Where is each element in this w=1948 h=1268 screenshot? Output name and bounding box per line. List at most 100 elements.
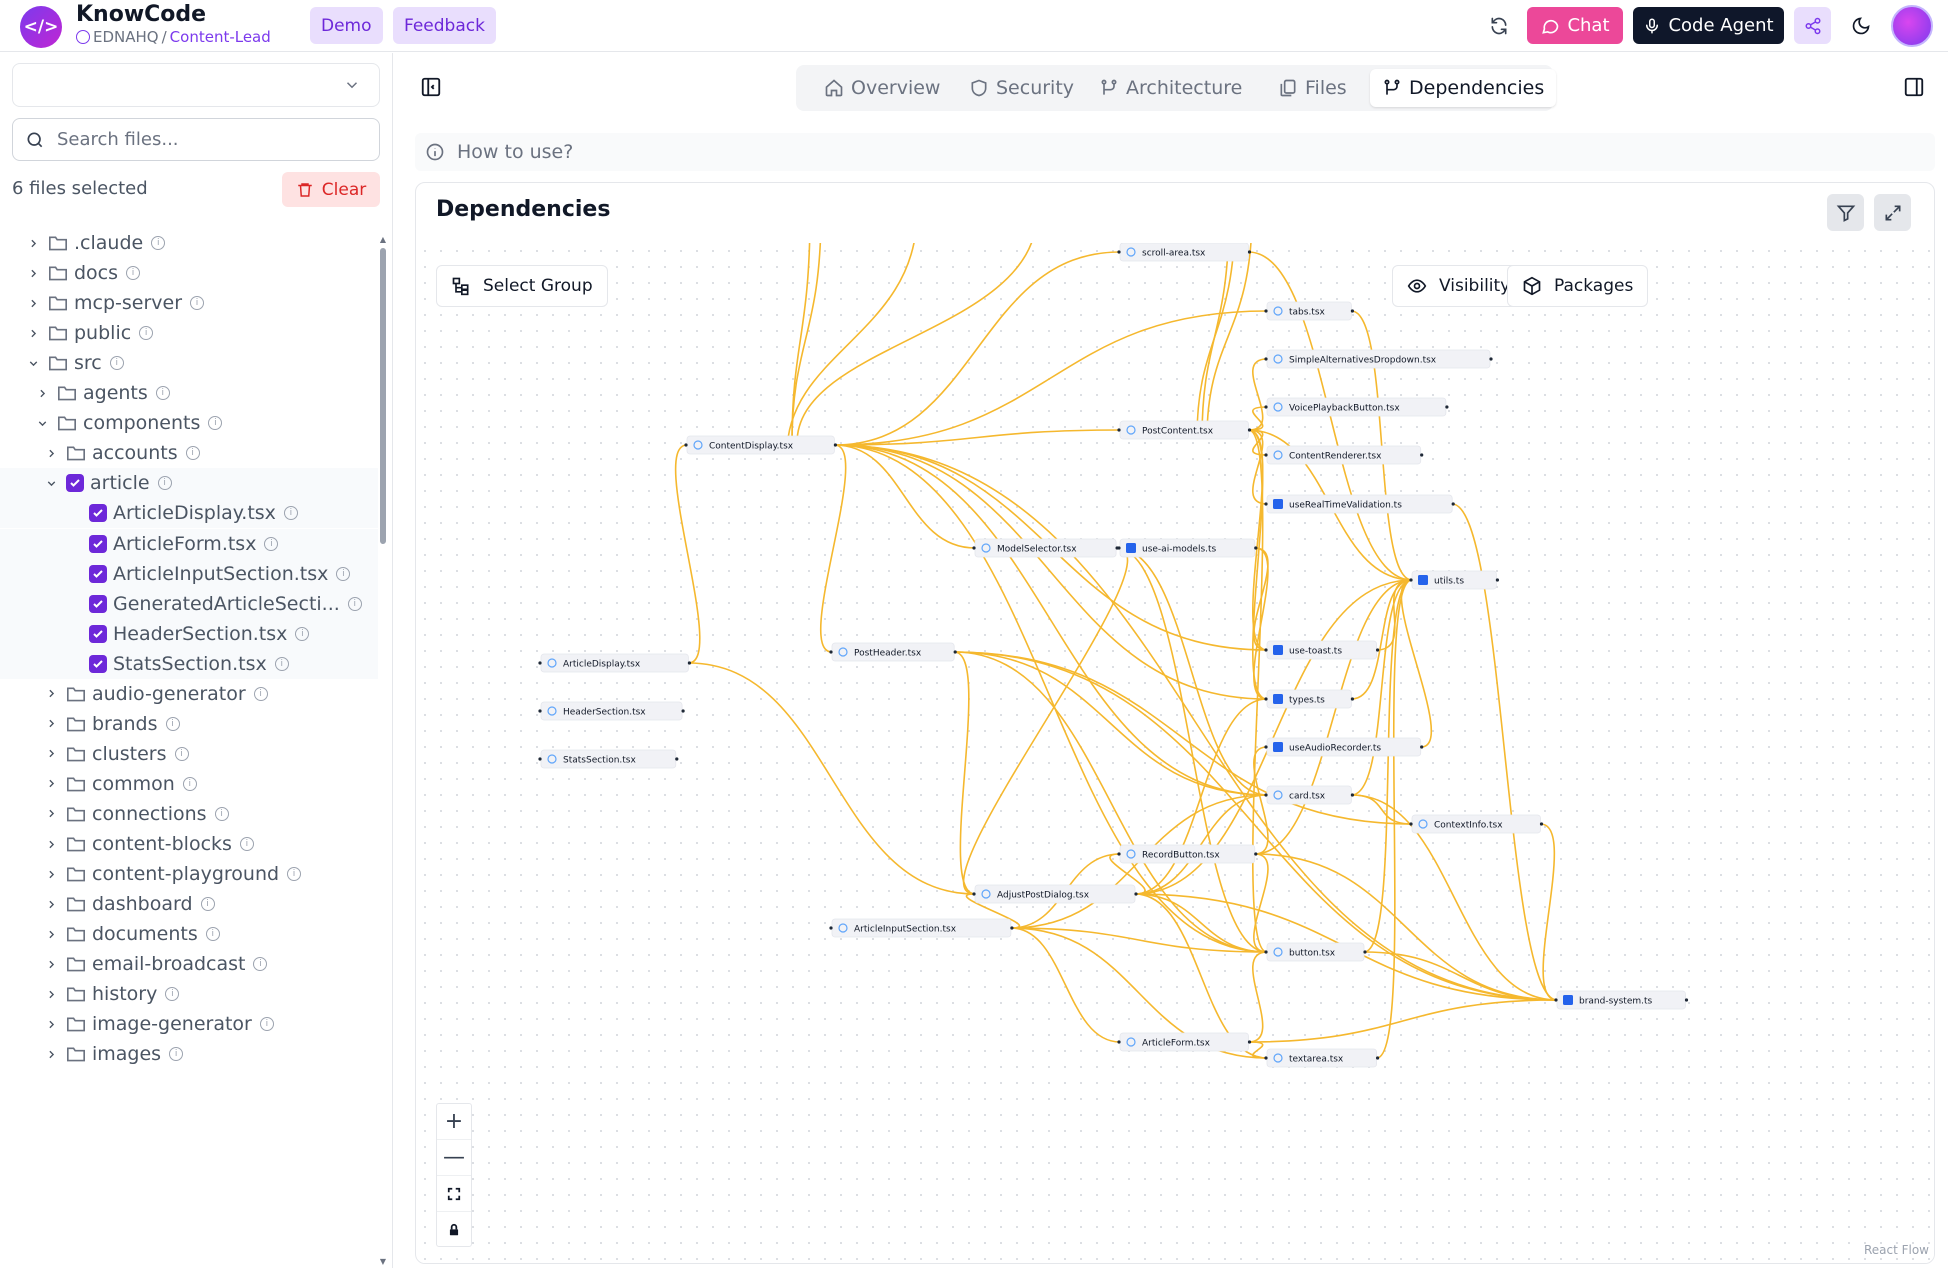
graph-node[interactable]: ArticleInputSection.tsx <box>829 918 1014 938</box>
node-handle[interactable] <box>538 661 542 665</box>
tab-dependencies[interactable]: Dependencies <box>1370 69 1557 107</box>
info-icon[interactable]: i <box>259 1017 274 1032</box>
checkbox-checked-icon[interactable] <box>66 474 84 493</box>
node-handle[interactable] <box>1489 357 1493 361</box>
chevron-down-icon[interactable] <box>35 417 49 430</box>
toggle-right-panel-button[interactable] <box>1903 76 1929 102</box>
node-handle[interactable] <box>1350 309 1354 313</box>
node-handle[interactable] <box>1409 578 1413 582</box>
node-handle[interactable] <box>1350 793 1354 797</box>
graph-node[interactable]: card.tsx <box>1264 785 1354 805</box>
graph-node[interactable]: ContentRenderer.tsx <box>1264 445 1424 465</box>
node-handle[interactable] <box>1445 405 1449 409</box>
node-handle[interactable] <box>1010 926 1014 930</box>
info-icon[interactable]: i <box>126 266 141 281</box>
graph-node[interactable]: RecordButton.tsx <box>1117 844 1258 864</box>
checkbox-checked-icon[interactable] <box>89 504 107 523</box>
node-handle[interactable] <box>1264 453 1268 457</box>
info-icon[interactable]: i <box>253 686 268 701</box>
info-icon[interactable]: i <box>157 476 172 491</box>
info-icon[interactable]: i <box>200 897 215 912</box>
node-handle[interactable] <box>1350 697 1354 701</box>
node-handle[interactable] <box>538 709 542 713</box>
info-icon[interactable]: i <box>185 446 200 461</box>
tab-overview[interactable]: Overview <box>812 69 952 107</box>
node-handle[interactable] <box>1264 793 1268 797</box>
knowcode-logo-icon[interactable]: </> <box>20 6 62 48</box>
info-icon[interactable]: i <box>347 596 362 611</box>
info-icon[interactable]: i <box>205 927 220 942</box>
graph-node[interactable]: ArticleForm.tsx <box>1117 1032 1252 1052</box>
node-handle[interactable] <box>1539 822 1544 826</box>
tree-file[interactable]: GeneratedArticleSecti...i <box>0 588 378 619</box>
info-icon[interactable]: i <box>264 536 279 551</box>
chevron-right-icon[interactable] <box>35 387 49 400</box>
checkbox-checked-icon[interactable] <box>89 624 107 643</box>
node-handle[interactable] <box>1117 1040 1121 1044</box>
demo-button[interactable]: Demo <box>310 7 383 44</box>
node-handle[interactable] <box>1451 502 1455 506</box>
fit-view-button[interactable] <box>437 1176 471 1212</box>
graph-node[interactable]: HeaderSection.tsx <box>538 701 685 721</box>
how-to-use-banner[interactable]: How to use? <box>415 133 1935 171</box>
chevron-right-icon[interactable] <box>44 717 58 730</box>
user-avatar[interactable] <box>1891 5 1933 47</box>
info-icon[interactable]: i <box>174 746 189 761</box>
chat-button[interactable]: Chat <box>1527 7 1623 44</box>
node-handle[interactable] <box>972 892 976 896</box>
node-handle[interactable] <box>1247 428 1252 432</box>
node-handle[interactable] <box>1409 822 1413 826</box>
graph-node[interactable]: useRealTimeValidation.ts <box>1264 494 1455 514</box>
node-handle[interactable] <box>1117 250 1121 254</box>
fullscreen-button[interactable] <box>1874 194 1911 231</box>
info-icon[interactable]: i <box>214 806 229 821</box>
node-handle[interactable] <box>1264 309 1268 313</box>
node-handle[interactable] <box>1420 453 1424 457</box>
graph-node[interactable]: button.tsx <box>1264 942 1367 962</box>
checkbox-checked-icon[interactable] <box>89 654 107 673</box>
node-handle[interactable] <box>833 443 837 447</box>
chevron-right-icon[interactable] <box>44 928 58 941</box>
node-handle[interactable] <box>1376 1056 1380 1060</box>
scroll-up-arrow[interactable]: ▲ <box>379 235 387 244</box>
info-icon[interactable]: i <box>165 716 180 731</box>
node-handle[interactable] <box>1134 892 1138 896</box>
info-icon[interactable]: i <box>274 656 289 671</box>
graph-node[interactable]: PostHeader.tsx <box>829 642 957 662</box>
chevron-right-icon[interactable] <box>44 777 58 790</box>
chevron-right-icon[interactable] <box>26 267 40 280</box>
chevron-right-icon[interactable] <box>26 327 40 340</box>
node-handle[interactable] <box>1264 745 1268 749</box>
chevron-down-icon[interactable] <box>44 477 58 490</box>
info-icon[interactable]: i <box>287 867 302 882</box>
node-handle[interactable] <box>953 650 957 654</box>
node-handle[interactable] <box>1264 1056 1268 1060</box>
branch-select[interactable] <box>12 63 380 107</box>
info-icon[interactable]: i <box>109 356 124 371</box>
graph-node[interactable]: AdjustPostDialog.tsx <box>972 884 1138 904</box>
info-icon[interactable]: i <box>165 987 180 1002</box>
node-handle[interactable] <box>684 443 688 447</box>
zoom-in-button[interactable]: + <box>437 1104 471 1140</box>
scrollbar-thumb[interactable] <box>380 248 386 544</box>
filter-button[interactable] <box>1827 194 1864 231</box>
graph-node[interactable]: textarea.tsx <box>1264 1048 1380 1068</box>
lock-button[interactable] <box>437 1212 471 1248</box>
node-handle[interactable] <box>675 757 679 761</box>
node-handle[interactable] <box>1264 502 1268 506</box>
node-handle[interactable] <box>687 661 691 665</box>
graph-node[interactable]: use-toast.ts <box>1264 640 1380 660</box>
react-flow-attribution[interactable]: React Flow <box>1863 1243 1929 1257</box>
